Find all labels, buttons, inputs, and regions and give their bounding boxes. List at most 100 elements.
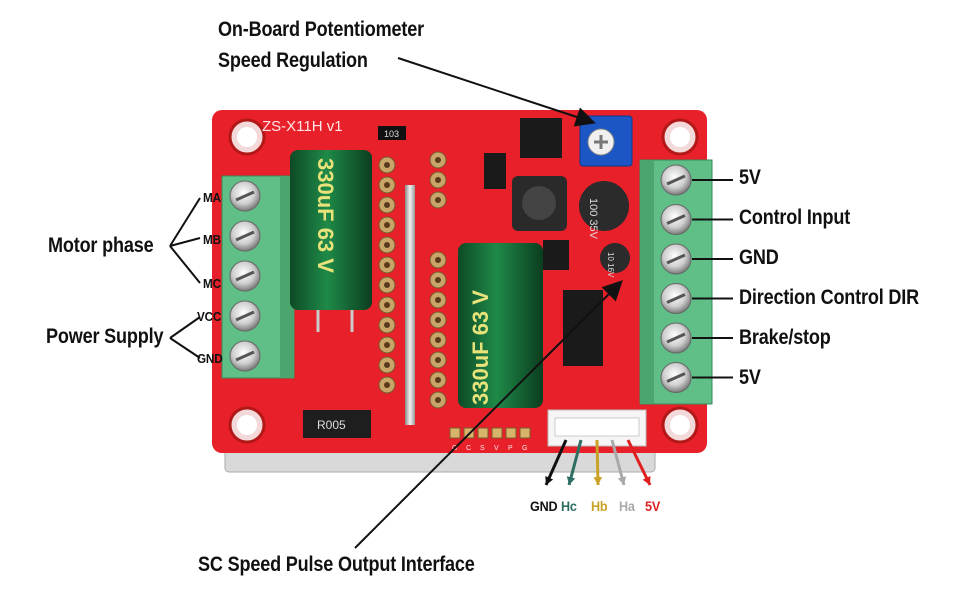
hall-arrow-1: [566, 439, 583, 486]
capacitor-10uf: 10 16V: [600, 243, 630, 278]
header-pin-label-5: G: [522, 445, 527, 452]
right-label-gnd: GND: [739, 246, 779, 269]
mosfet-pads-left: [378, 156, 396, 394]
svg-text:330uF 63 V: 330uF 63 V: [468, 290, 493, 405]
right-screw-2: [660, 243, 692, 275]
right-screw-1: [660, 204, 692, 235]
pad-4: [429, 271, 447, 289]
pad-0: [378, 156, 396, 174]
right-screw-3: [660, 283, 692, 314]
ic-top: [520, 118, 562, 158]
svg-text:330uF 63 V: 330uF 63 V: [313, 158, 338, 273]
hall-arrow-0: [544, 439, 568, 486]
diode: [484, 153, 506, 189]
pad-1: [429, 171, 447, 189]
right-terminal-block: [639, 159, 713, 405]
pad-3: [429, 251, 447, 269]
svg-text:10 16V: 10 16V: [606, 252, 615, 278]
pad-9: [429, 371, 447, 389]
hall-label-gnd: GND: [530, 498, 558, 514]
left-screw-4: [229, 340, 261, 372]
brace-power-supply: [169, 316, 201, 359]
smd-103-marking: 103: [384, 129, 399, 139]
pad-7: [378, 296, 396, 314]
pad-2: [429, 191, 447, 209]
potentiometer: [579, 115, 633, 167]
capacitor-330uf-middle: 330uF 63 V: [458, 243, 543, 408]
header-pin-3: V: [491, 427, 503, 452]
right-screw-5: [660, 362, 692, 393]
pad-6: [378, 276, 396, 294]
leader-potentiometer: [397, 57, 596, 127]
hall-arrow-3: [610, 439, 627, 486]
motor-phase-label: Motor phase: [48, 234, 154, 257]
right-label-direction: Direction Control DIR: [739, 286, 919, 309]
sc-output-label: SC Speed Pulse Output Interface: [198, 553, 475, 576]
hall-label-hc: Hc: [561, 498, 577, 514]
hall-wire-arrows: [544, 439, 652, 486]
right-screw-0: [660, 164, 692, 196]
left-terminal-block: [221, 175, 295, 379]
pad-11: [378, 376, 396, 394]
ic-driver: [563, 290, 603, 366]
header-pin-4: P: [505, 427, 517, 452]
silkscreen-label: ZS-X11H v1: [262, 118, 343, 135]
right-label-5v-top: 5V: [739, 166, 761, 189]
right-label-control-input: Control Input: [739, 206, 851, 229]
pad-9: [378, 336, 396, 354]
svg-text:100 35V: 100 35V: [587, 198, 599, 240]
hall-label-5v: 5V: [645, 498, 661, 514]
header-pin-label-4: P: [508, 445, 513, 452]
brace-motor-phase: [169, 197, 201, 284]
pad-5: [378, 256, 396, 274]
right-label-5v-bottom: 5V: [739, 366, 761, 389]
right-leader-lines: [692, 179, 733, 379]
terminal-label-ma: MA: [203, 190, 221, 205]
header-pin-2: S: [477, 427, 489, 452]
callout-lines: [169, 57, 623, 549]
left-screw-2: [229, 260, 261, 292]
terminal-label-mb: MB: [203, 232, 221, 247]
potentiometer-label-line2: Speed Regulation: [218, 49, 368, 72]
shunt-resistor: R005: [303, 410, 371, 438]
capacitor-100uf: 100 35V: [579, 181, 629, 240]
ic-small: [543, 240, 569, 270]
header-pin-5: G: [519, 427, 531, 452]
pad-1: [378, 176, 396, 194]
hall-label-ha: Ha: [619, 498, 635, 514]
pad-3: [378, 216, 396, 234]
svg-text:R005: R005: [317, 418, 346, 432]
header-pin-label-2: S: [480, 445, 485, 452]
terminal-label-gnd: GND: [197, 351, 223, 366]
header-pin-label-1: C: [466, 445, 471, 452]
pad-10: [378, 356, 396, 374]
right-label-brake: Brake/stop: [739, 326, 831, 349]
hall-label-hb: Hb: [591, 498, 608, 514]
capacitor-330uf-left: 330uF 63 V: [290, 150, 372, 332]
hall-arrow-4: [626, 439, 652, 486]
left-screw-1: [229, 220, 261, 252]
terminal-label-mc: MC: [203, 276, 221, 291]
pad-6: [429, 311, 447, 329]
pad-5: [429, 291, 447, 309]
hall-arrow-2: [593, 439, 603, 486]
pad-7: [429, 331, 447, 349]
heatsink-bar: [405, 185, 415, 425]
right-screw-4: [660, 322, 692, 354]
pad-8: [429, 351, 447, 369]
header-pin-label-3: V: [494, 445, 499, 452]
mosfet-pads-right: [429, 151, 447, 409]
left-screw-3: [229, 300, 261, 332]
pad-2: [378, 196, 396, 214]
terminal-label-vcc: VCC: [197, 309, 222, 324]
pad-4: [378, 236, 396, 254]
mounting-holes: [228, 118, 699, 444]
leader-sc-output: [354, 280, 623, 549]
pad-8: [378, 316, 396, 334]
power-supply-label: Power Supply: [46, 325, 164, 348]
left-screw-0: [229, 180, 261, 212]
pad-10: [429, 391, 447, 409]
potentiometer-label-line1: On-Board Potentiometer: [218, 18, 424, 41]
